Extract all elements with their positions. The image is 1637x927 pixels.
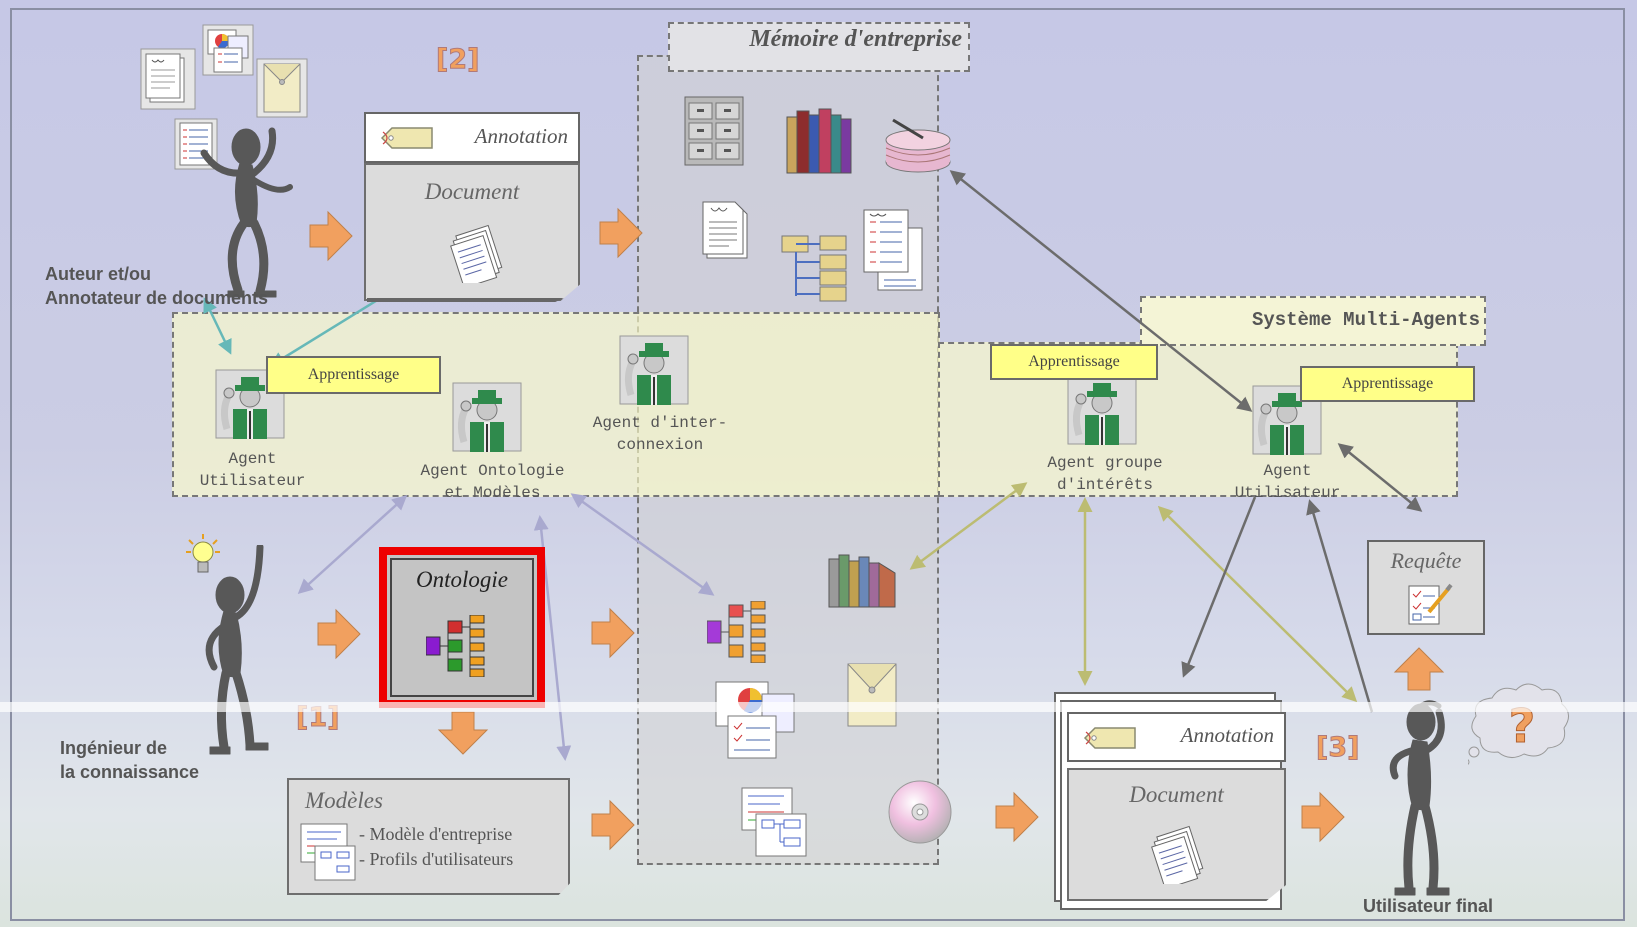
- modeles-item-1: - Modèle d'entreprise: [359, 824, 513, 844]
- step-marker-3: [3]: [1315, 732, 1360, 764]
- ontologie-title: Ontologie: [416, 567, 508, 592]
- arrow-right-icon: [309, 210, 353, 262]
- books-icon: [786, 108, 852, 174]
- light-band: [0, 702, 1637, 712]
- arrow-right-icon: [591, 799, 635, 851]
- books-icon: [828, 554, 896, 608]
- memoire-title-box: [668, 22, 970, 72]
- role-enduser-label: Utilisateur final: [1363, 896, 1494, 916]
- agent-interconnexion-label: Agent d'inter-connexion: [592, 414, 728, 454]
- requete-title: Requête: [1390, 548, 1462, 573]
- diagram-frame: [10, 8, 1625, 921]
- lightbulb-icon: [186, 534, 220, 573]
- tag-icon: [1083, 727, 1136, 749]
- tag-icon: [380, 127, 433, 149]
- modeles-item-2: - Profils d'utilisateurs: [359, 849, 514, 869]
- arrow-down-icon: [437, 711, 489, 755]
- apprentissage-label-right: Apprentissage: [1300, 366, 1475, 402]
- document-card-bottom: Document: [1067, 768, 1286, 901]
- thought-bubble-icon: ?: [1468, 683, 1569, 765]
- agent-icon: [452, 382, 522, 452]
- models-icon: [741, 787, 807, 857]
- arrow-up-icon: [1393, 647, 1445, 691]
- database-icon: [885, 118, 951, 173]
- envelope-icon: [256, 58, 308, 118]
- modeles-title: Modèles: [305, 788, 383, 813]
- apprentissage-label-left: Apprentissage: [266, 356, 441, 394]
- sma-title: Système Multi-Agents: [1251, 309, 1480, 331]
- memoire-title: Mémoire d'entreprise: [749, 26, 962, 52]
- author-figure-icon: [200, 127, 293, 298]
- agent-icon: [619, 335, 689, 405]
- cd-icon: [888, 780, 952, 844]
- pages-icon: [1151, 825, 1204, 884]
- document-icon: [702, 201, 748, 259]
- document-card-top-edge: [367, 298, 564, 302]
- document-title-top: Document: [424, 179, 520, 204]
- arrow-right-icon: [995, 791, 1039, 843]
- step-marker-2: [2]: [435, 44, 480, 76]
- cabinet-icon: [684, 96, 744, 166]
- envelope-icon: [847, 663, 897, 727]
- arrow-right-icon: [591, 607, 635, 659]
- agent-icon: [1252, 385, 1322, 455]
- annotation-label-top: Annotation: [474, 124, 568, 148]
- apprentissage-label-middle: Apprentissage: [990, 344, 1158, 380]
- olive-lines: [909, 482, 1358, 703]
- models-icon: [300, 823, 356, 881]
- enduser-figure-icon: [1389, 700, 1450, 896]
- engineer-figure-icon: [205, 545, 269, 755]
- document-card-top: Document: [364, 163, 580, 301]
- form-edit-icon: [1408, 583, 1453, 625]
- annotation-box-bottom: Annotation: [1067, 712, 1286, 762]
- forms-stack-icon: [863, 209, 923, 291]
- hierarchy-icon: [426, 615, 485, 677]
- folder-tree-icon: [781, 235, 847, 302]
- chart-report-icon: [202, 24, 254, 76]
- requete-card: Requête: [1367, 540, 1485, 635]
- modeles-card: Modèles - Modèle d'entreprise - Profils …: [287, 778, 570, 895]
- arrow-right-icon: [599, 207, 643, 259]
- pages-icon: [450, 224, 503, 283]
- hierarchy-icon: [707, 601, 766, 663]
- annotation-box-top: Annotation: [364, 112, 580, 163]
- document-icon: [140, 48, 196, 110]
- gray-lines: [949, 170, 1423, 713]
- agent-icon: [1067, 375, 1137, 445]
- document-title-bottom: Document: [1129, 782, 1224, 807]
- annotation-label-bottom: Annotation: [1180, 723, 1274, 747]
- arrow-right-icon: [1301, 791, 1345, 843]
- chart-report-icon: [715, 681, 795, 759]
- arrow-right-icon: [317, 608, 361, 660]
